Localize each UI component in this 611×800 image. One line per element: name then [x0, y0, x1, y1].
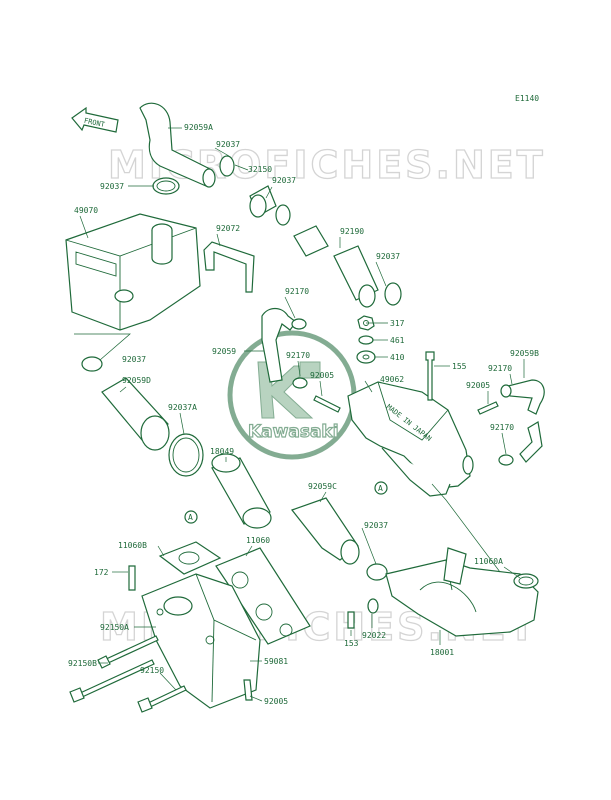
part-number-labels: 92059A 92037 32150 92037 92037 49070 920…	[68, 123, 539, 706]
bolt-92150a	[97, 635, 159, 669]
label-92037a: 92037A	[168, 403, 197, 412]
small-clamp-lower	[292, 377, 308, 389]
label-11060b: 11060B	[118, 541, 147, 550]
page-code: E1140	[515, 94, 539, 103]
hose-clamp-silencer	[81, 356, 103, 372]
bolt-92150b	[69, 659, 155, 703]
label-92150b: 92150B	[68, 659, 97, 668]
logo-wordmark: Kawasaki	[248, 422, 339, 442]
label-92059c: 92059C	[308, 482, 337, 491]
hose-clamp-lower	[366, 563, 388, 581]
label-92150a: 92150A	[100, 623, 129, 632]
gasket-11060b	[158, 541, 222, 575]
callout-a-muffler: A	[374, 481, 388, 495]
label-59081: 59081	[264, 657, 288, 666]
hose-clamp-left	[152, 177, 180, 195]
muffler-49062: MADE IN JAPAN	[347, 381, 474, 497]
label-92170-b: 92170	[286, 351, 310, 360]
bolt-153	[347, 611, 355, 629]
exhaust-manifold-59081	[141, 573, 261, 709]
hose-clamp-92037a	[168, 433, 204, 477]
label-92037-d: 92037	[376, 252, 400, 261]
label-92059d: 92059D	[122, 376, 151, 385]
label-92170-d: 92170	[490, 423, 514, 432]
small-hose-92059	[261, 307, 297, 383]
bolt-92005-right	[477, 401, 499, 415]
hose-92059b	[500, 379, 545, 415]
rubber-410	[356, 350, 376, 364]
stud-172	[128, 565, 136, 591]
label-92037-f: 92037	[364, 521, 388, 530]
elbow-hose-92059a	[139, 102, 216, 188]
label-92037-e: 92037	[122, 355, 146, 364]
washer-461	[358, 335, 374, 345]
label-18049: 18049	[210, 447, 234, 456]
hose-92190	[293, 225, 379, 308]
label-172: 172	[94, 568, 109, 577]
label-18001: 18001	[430, 648, 454, 657]
label-49062: 49062	[380, 375, 404, 384]
label-410: 410	[390, 353, 405, 362]
leader-lines	[74, 127, 525, 702]
label-92170-c: 92170	[488, 364, 512, 373]
callout-a-manifold: A	[184, 510, 198, 524]
label-92170-a: 92170	[285, 287, 309, 296]
label-155: 155	[452, 362, 467, 371]
resonator-18049	[211, 453, 272, 529]
label-11060a: 11060A	[474, 557, 503, 566]
label-92072: 92072	[216, 224, 240, 233]
label-92059a: 92059A	[184, 123, 213, 132]
label-92059b: 92059B	[510, 349, 539, 358]
large-hose-920590	[101, 377, 170, 451]
expansion-chamber-18001	[385, 547, 539, 637]
label-461: 461	[390, 336, 405, 345]
svg-text:A: A	[378, 484, 383, 493]
front-arrow-icon: FRONT	[71, 106, 119, 133]
bracket-92072	[203, 241, 255, 293]
label-92005-c: 92005	[264, 697, 288, 706]
label-32150: 32150	[248, 165, 272, 174]
bolt-92005-bottom	[243, 679, 253, 701]
label-92037-c: 92037	[100, 182, 124, 191]
svg-text:A: A	[188, 513, 193, 522]
small-clamp-upper	[291, 318, 307, 330]
hose-clamp-mid	[275, 204, 291, 226]
bolt-155	[425, 351, 435, 401]
bolt-92005-center	[313, 395, 341, 413]
washer-92022	[367, 598, 379, 614]
label-92037-b: 92037	[272, 176, 296, 185]
hose-92059d	[498, 421, 543, 466]
label-49070: 49070	[74, 206, 98, 215]
hose-clamp-top	[219, 155, 235, 177]
coupler-32150	[249, 185, 277, 218]
hose-clamp-right	[384, 282, 402, 306]
label-317: 317	[390, 319, 405, 328]
label-92005-b: 92005	[466, 381, 490, 390]
hose-92059c	[291, 497, 360, 565]
label-92059: 92059	[212, 347, 236, 356]
silencer-box-49070	[65, 213, 201, 331]
label-92150: 92150	[140, 666, 164, 675]
label-153: 153	[344, 639, 359, 648]
label-92005-a: 92005	[310, 371, 334, 380]
bolt-92150	[137, 685, 187, 713]
label-92037-a: 92037	[216, 140, 240, 149]
label-92022: 92022	[362, 631, 386, 640]
label-92190: 92190	[340, 227, 364, 236]
kawasaki-logo: Kawasaki	[227, 330, 357, 460]
label-11060: 11060	[246, 536, 270, 545]
gasket-11060	[215, 547, 311, 645]
gasket-11060a	[513, 573, 539, 589]
